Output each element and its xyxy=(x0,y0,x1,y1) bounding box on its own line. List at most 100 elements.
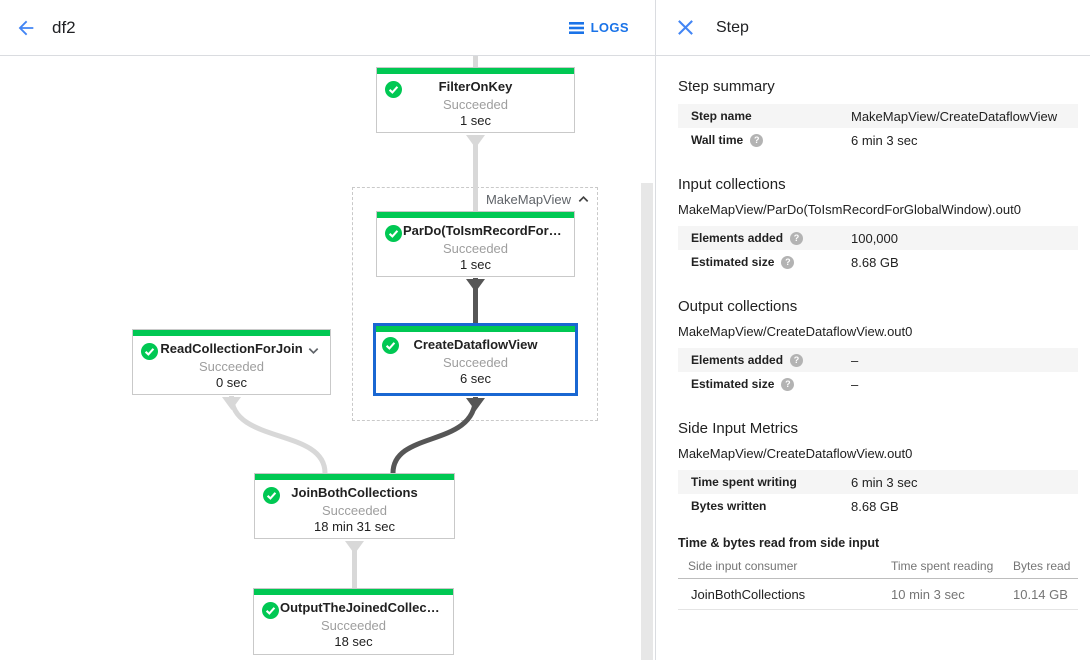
node-title: ParDo(ToIsmRecordFor… xyxy=(403,223,562,238)
row-label: Elements added xyxy=(691,353,784,367)
logs-button[interactable]: LOGS xyxy=(568,20,629,35)
key-value-row: Time spent writing 6 min 3 sec xyxy=(678,470,1078,494)
arrowhead xyxy=(466,398,485,411)
node-status-bar xyxy=(377,212,574,218)
section-heading: Step summary xyxy=(678,78,775,95)
row-label: Estimated size xyxy=(691,255,775,269)
check-circle-icon xyxy=(263,487,280,504)
node-duration: 18 sec xyxy=(334,634,373,649)
node-status: Succeeded xyxy=(321,503,388,518)
node-status: Succeeded xyxy=(442,97,509,112)
help-icon[interactable]: ? xyxy=(781,255,795,269)
node-status-bar xyxy=(377,68,574,74)
key-value-row: Elements added? 100,000 xyxy=(678,226,1078,250)
logs-button-label: LOGS xyxy=(590,20,629,35)
help-icon[interactable]: ? xyxy=(781,377,795,391)
back-button[interactable] xyxy=(14,16,38,40)
row-value: 6 min 3 sec xyxy=(851,474,918,490)
job-title: df2 xyxy=(52,17,76,37)
node-status-bar xyxy=(254,589,453,595)
check-circle-icon xyxy=(382,337,399,354)
time-spent-reading: 10 min 3 sec xyxy=(891,586,965,602)
node-status: Succeeded xyxy=(442,241,509,256)
check-circle-icon xyxy=(262,602,279,619)
key-value-row: Estimated size? – xyxy=(678,372,1078,396)
key-value-row: Wall time? 6 min 3 sec xyxy=(678,128,1078,152)
check-circle-icon xyxy=(141,343,158,360)
row-value: 8.68 GB xyxy=(851,254,899,270)
top-bar: df2 LOGS xyxy=(0,0,655,56)
group-label-text: MakeMapView xyxy=(485,192,571,207)
arrow-back-icon xyxy=(18,20,34,35)
arrowhead xyxy=(466,135,485,148)
bytes-read: 10.14 GB xyxy=(1013,586,1068,602)
table-row: JoinBothCollections 10 min 3 sec 10.14 GB xyxy=(678,579,1078,610)
row-label: Bytes written xyxy=(691,499,767,513)
arrowhead xyxy=(345,541,364,554)
arrowhead xyxy=(222,397,241,410)
node-duration: 1 sec xyxy=(459,113,492,128)
table-title: Time & bytes read from side input xyxy=(678,536,880,550)
help-icon[interactable]: ? xyxy=(790,353,804,367)
row-label: Wall time xyxy=(691,133,744,147)
help-icon[interactable]: ? xyxy=(750,133,764,147)
makemapview-group-label[interactable]: MakeMapView xyxy=(352,192,590,207)
edge-read-join xyxy=(229,395,328,474)
check-circle-icon xyxy=(385,81,402,98)
node-duration: 18 min 31 sec xyxy=(314,519,395,534)
node-title: ReadCollectionForJoin xyxy=(160,341,303,356)
row-value: 6 min 3 sec xyxy=(851,132,918,148)
node-title: JoinBothCollections xyxy=(291,485,418,500)
row-value: – xyxy=(851,352,859,368)
logs-list-icon xyxy=(568,21,584,34)
column-header: Side input consumer xyxy=(688,559,798,573)
key-value-row: Bytes written 8.68 GB xyxy=(678,494,1078,518)
row-label: Estimated size xyxy=(691,377,775,391)
help-icon[interactable]: ? xyxy=(790,231,804,245)
chevron-up-icon xyxy=(578,195,589,202)
node-status: Succeeded xyxy=(442,355,509,370)
key-value-row: Elements added? – xyxy=(678,348,1078,372)
graph-pane: df2 LOGS MakeMapView xyxy=(0,0,655,660)
close-panel-button[interactable] xyxy=(674,17,696,39)
row-value: – xyxy=(851,376,859,392)
key-value-row: Estimated size? 8.68 GB xyxy=(678,250,1078,274)
node-status-bar xyxy=(376,326,575,332)
node-status: Succeeded xyxy=(198,359,265,374)
row-label: Elements added xyxy=(691,231,784,245)
node-title: FilterOnKey xyxy=(438,79,513,94)
node-duration: 6 sec xyxy=(459,371,492,386)
node-duration: 0 sec xyxy=(215,375,248,390)
chevron-down-icon[interactable] xyxy=(307,344,321,358)
arrowhead xyxy=(466,279,485,292)
check-circle-icon xyxy=(385,225,402,242)
node-status-bar xyxy=(133,330,330,336)
row-value: 100,000 xyxy=(851,230,898,246)
side-input-consumer: JoinBothCollections xyxy=(691,586,806,602)
row-label: Time spent writing xyxy=(691,475,797,489)
column-header: Bytes read xyxy=(1013,559,1071,573)
row-label: Step name xyxy=(691,109,752,123)
node-title: CreateDataflowView xyxy=(413,337,538,352)
pipeline-canvas: MakeMapView xyxy=(0,56,655,660)
section-subtitle: MakeMapView/ParDo(ToIsmRecordForGlobalWi… xyxy=(678,202,1021,217)
key-value-rows: Elements added? – Estimated size? – xyxy=(678,348,1078,396)
node-status-bar xyxy=(255,474,454,480)
row-value: 8.68 GB xyxy=(851,498,899,514)
vertical-scrollbar-thumb[interactable] xyxy=(641,183,653,660)
